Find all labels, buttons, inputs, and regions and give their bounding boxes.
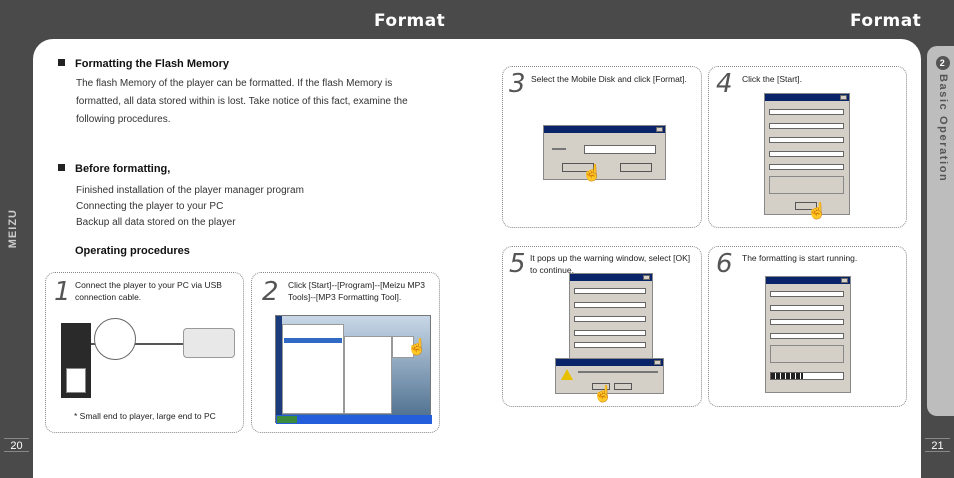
section-body-flash-memory: The flash Memory of the player can be fo… <box>76 78 408 125</box>
step-text: Select the Mobile Disk and click [Format… <box>531 74 687 84</box>
usb-connector-closeup <box>94 318 136 360</box>
step-4-panel: 4 Click the [Start]. ☝ <box>708 66 907 228</box>
warning-icon <box>561 369 573 380</box>
formatting-progress-window <box>765 276 851 393</box>
right-page-title: Format <box>850 11 922 31</box>
step-number: 4 <box>716 69 733 99</box>
section-heading-before-formatting: Before formatting, <box>58 163 170 175</box>
format-options-window <box>569 273 653 363</box>
format-dialog-window <box>543 125 666 180</box>
warning-dialog-window <box>555 358 664 394</box>
page-number-left: 20 <box>4 438 29 452</box>
operating-procedures-heading: Operating procedures <box>75 245 190 257</box>
step-2-panel: 2 Click [Start]--[Program]--[Meizu MP3 T… <box>251 272 440 433</box>
player-device-image <box>183 328 235 358</box>
step-number: 5 <box>509 249 526 279</box>
step-text: The formatting is start running. <box>742 253 858 263</box>
disk-select <box>584 145 656 154</box>
exit-button-image <box>620 163 652 172</box>
chapter-tab[interactable]: 2Basic Operation <box>927 46 954 416</box>
progress-bar <box>770 372 844 380</box>
start-menu-screenshot <box>275 315 432 424</box>
list-item: Connecting the player to your PC <box>76 201 224 212</box>
step-1-panel: 1 Connect the player to your PC via USB … <box>45 272 244 433</box>
format-options-window <box>764 93 850 215</box>
step-text: Connect the player to your PC via USB co… <box>75 280 222 302</box>
cancel-button-image <box>614 383 632 390</box>
before-formatting-list: Finished installation of the player mana… <box>76 183 416 231</box>
section-heading-flash-memory: Formatting the Flash Memory <box>58 58 229 70</box>
step-6-panel: 6 The formatting is start running. <box>708 246 907 407</box>
usb-cable <box>91 343 186 345</box>
start-button-image <box>795 202 817 210</box>
chapter-number: 2 <box>936 56 950 70</box>
step-number: 2 <box>262 277 279 307</box>
pointer-hand-icon: ☝ <box>582 165 602 182</box>
page-number-right: 21 <box>925 438 950 452</box>
list-item: Backup all data stored on the player <box>76 217 236 228</box>
pointer-hand-icon: ☝ <box>407 339 427 356</box>
pointer-hand-icon: ☝ <box>593 386 613 403</box>
brand-logo: MEIZU <box>7 209 19 249</box>
step-text: Click the [Start]. <box>742 74 802 84</box>
step-text: Click [Start]--[Program]--[Meizu MP3 Too… <box>288 280 425 302</box>
step-number: 6 <box>716 249 733 279</box>
pointer-hand-icon: ☝ <box>807 203 827 220</box>
chapter-label: Basic Operation <box>937 74 949 183</box>
list-item: Finished installation of the player mana… <box>76 185 304 196</box>
left-page-title: Format <box>374 11 446 31</box>
step-text: It pops up the warning window, select [O… <box>530 253 691 275</box>
ok-button-image <box>592 383 610 390</box>
step-5-panel: 5 It pops up the warning window, select … <box>502 246 702 407</box>
format-button-image <box>562 163 594 172</box>
step-number: 1 <box>54 277 71 307</box>
step-number: 3 <box>509 69 526 99</box>
step-3-panel: 3 Select the Mobile Disk and click [Form… <box>502 66 702 228</box>
cable-note: * Small end to player, large end to PC <box>74 411 216 421</box>
